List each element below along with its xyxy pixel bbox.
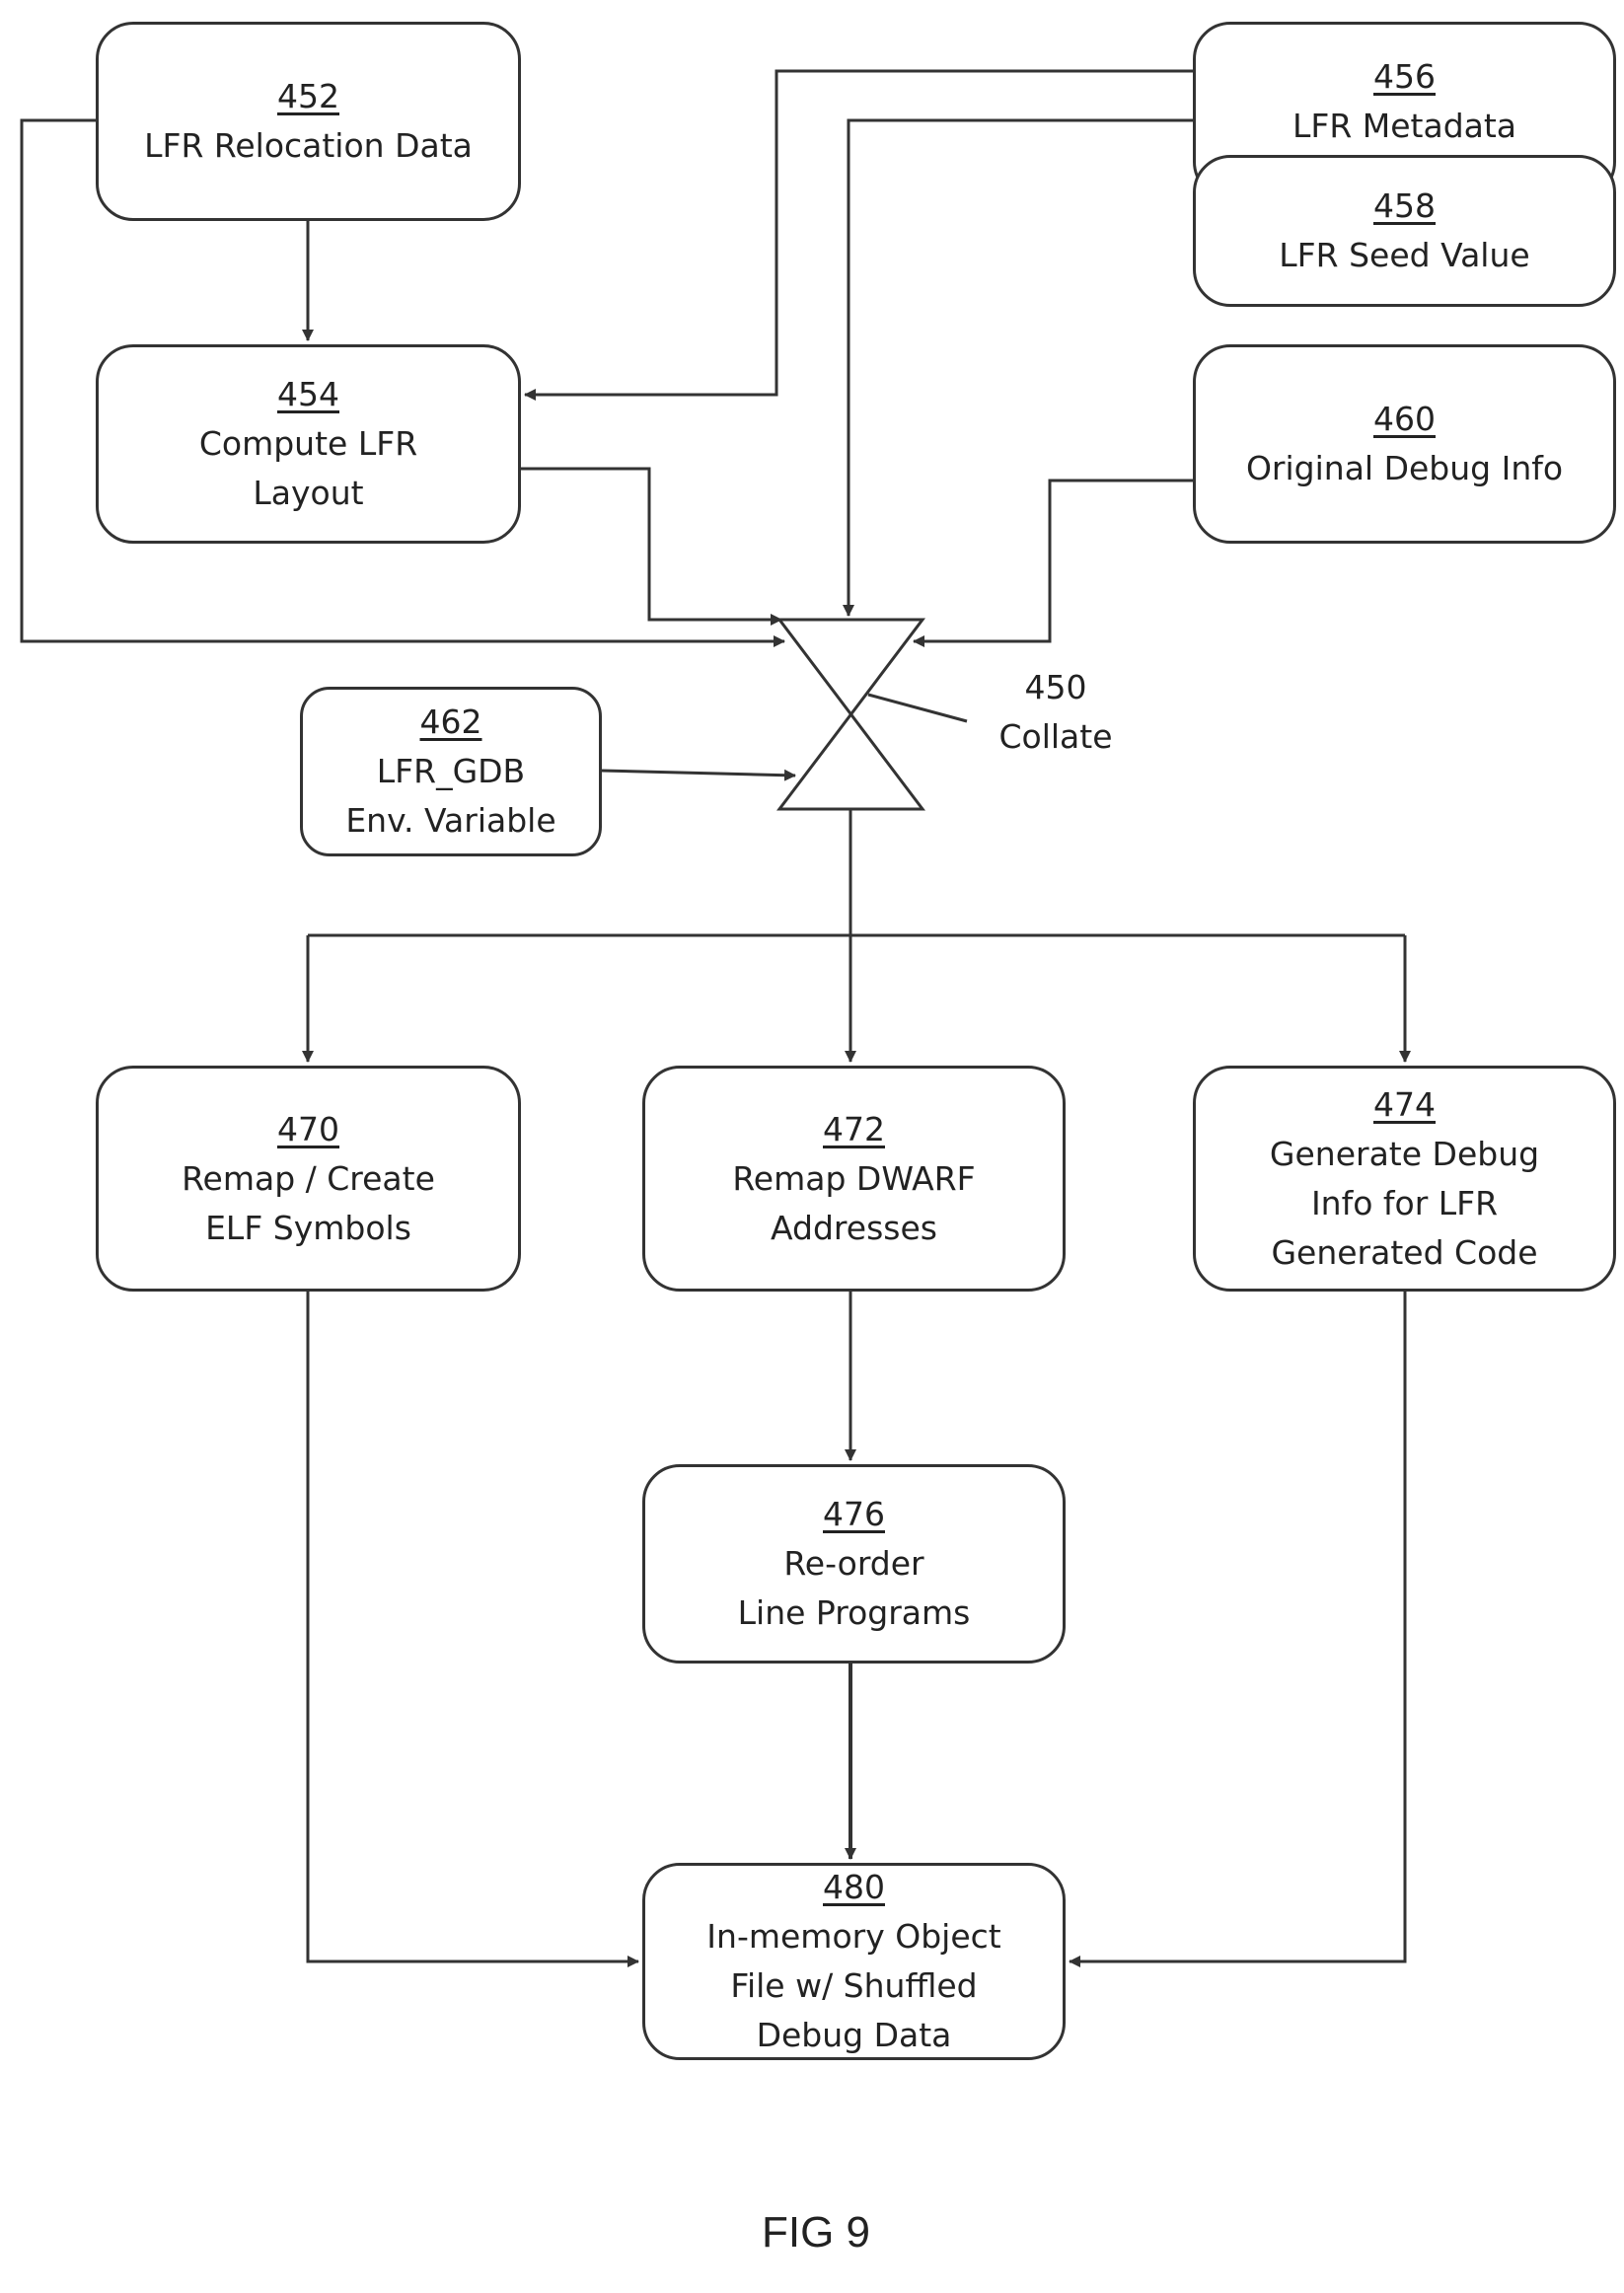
box-454-compute-lfr-layout: 454 Compute LFR Layout [96, 344, 521, 544]
arrow-470-to-480 [308, 1292, 638, 1961]
box-text: Layout [253, 469, 363, 518]
box-number: 474 [1373, 1080, 1436, 1130]
box-text: Generated Code [1271, 1228, 1537, 1278]
arrow-454-to-collate [521, 469, 781, 620]
box-text: Generate Debug [1270, 1130, 1539, 1179]
box-number: 456 [1373, 52, 1436, 102]
arrow-460-to-collate [914, 481, 1193, 641]
box-458-lfr-seed-value: 458 LFR Seed Value [1193, 155, 1616, 307]
box-number: 454 [277, 370, 339, 419]
box-476-reorder-line-programs: 476 Re-order Line Programs [642, 1464, 1066, 1664]
arrow-474-to-480 [1070, 1292, 1405, 1961]
box-474-generate-debug-info: 474 Generate Debug Info for LFR Generate… [1193, 1066, 1616, 1292]
box-452-lfr-relocation-data: 452 LFR Relocation Data [96, 22, 521, 221]
box-text: LFR Seed Value [1279, 231, 1529, 280]
box-text: LFR Metadata [1292, 102, 1516, 151]
box-text: LFR Relocation Data [144, 121, 473, 171]
collate-number: 450 [967, 663, 1144, 712]
box-text: In-memory Object [706, 1912, 1000, 1961]
box-text: Line Programs [738, 1589, 971, 1638]
box-text: Env. Variable [345, 796, 555, 846]
box-text: File w/ Shuffled [730, 1961, 977, 2011]
box-number: 480 [823, 1863, 885, 1912]
box-460-original-debug-info: 460 Original Debug Info [1193, 344, 1616, 544]
box-480-in-memory-object-file: 480 In-memory Object File w/ Shuffled De… [642, 1863, 1066, 2060]
arrow-456-to-collate [849, 120, 1193, 616]
box-number: 460 [1373, 395, 1436, 444]
box-number: 472 [823, 1105, 885, 1154]
figure-label: FIG 9 [762, 2208, 870, 2257]
box-470-remap-create-elf-symbols: 470 Remap / Create ELF Symbols [96, 1066, 521, 1292]
collate-label: 450 Collate [967, 663, 1144, 762]
box-text: Info for LFR [1311, 1179, 1498, 1228]
box-text: Debug Data [757, 2011, 952, 2060]
box-text: LFR_GDB [377, 747, 525, 796]
box-number: 470 [277, 1105, 339, 1154]
collate-text: Collate [967, 712, 1144, 762]
box-text: Remap / Create [182, 1154, 435, 1204]
box-472-remap-dwarf-addresses: 472 Remap DWARF Addresses [642, 1066, 1066, 1292]
box-number: 452 [277, 72, 339, 121]
box-text: Re-order [783, 1539, 923, 1589]
box-text: Original Debug Info [1246, 444, 1563, 493]
box-text: Remap DWARF [732, 1154, 975, 1204]
box-text: Compute LFR [199, 419, 417, 469]
box-462-lfr-gdb-env-variable: 462 LFR_GDB Env. Variable [300, 687, 602, 856]
box-text: ELF Symbols [205, 1204, 411, 1253]
collate-hourglass-symbol [779, 620, 923, 809]
box-text: Addresses [771, 1204, 937, 1253]
collate-leader-line [868, 695, 967, 721]
box-number: 476 [823, 1490, 885, 1539]
arrow-462-to-collate [602, 771, 795, 776]
box-number: 458 [1373, 182, 1436, 231]
box-number: 462 [420, 698, 482, 747]
